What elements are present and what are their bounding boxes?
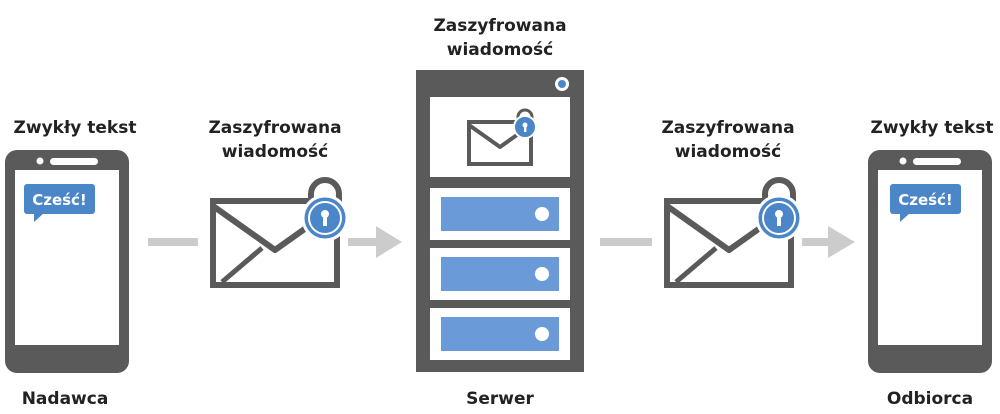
- sender-speech-bubble: Cześć!: [24, 184, 95, 222]
- sender-bubble-text: Cześć!: [32, 191, 87, 209]
- server-icon: [416, 70, 584, 372]
- server-label-line1: Zaszyfrowana: [433, 16, 567, 36]
- arrow-envelope-to-recipient: [802, 226, 855, 258]
- right-envelope-label-line2: wiadomość: [674, 142, 782, 162]
- recipient-title: Zwykły tekst: [870, 118, 994, 138]
- right-envelope-lock-icon: [667, 180, 801, 285]
- left-envelope-lock-icon: [213, 180, 347, 285]
- server-caption: Serwer: [466, 389, 534, 409]
- recipient-bubble-text: Cześć!: [898, 191, 953, 209]
- left-envelope-label-line1: Zaszyfrowana: [208, 118, 342, 138]
- sender-title: Zwykły tekst: [13, 118, 137, 138]
- sender-phone-icon: [5, 150, 129, 373]
- recipient-phone-icon: [868, 150, 992, 373]
- server-envelope-lock-icon: [467, 108, 537, 166]
- server-label-line2: wiadomość: [446, 40, 554, 60]
- arrow-envelope-to-server: [348, 226, 402, 258]
- right-envelope-label-line1: Zaszyfrowana: [661, 118, 795, 138]
- recipient-caption: Odbiorca: [886, 389, 974, 409]
- arrow-sender-to-envelope: [148, 238, 198, 246]
- recipient-speech-bubble: Cześć!: [890, 184, 961, 222]
- arrow-server-to-envelope: [600, 238, 652, 246]
- sender-caption: Nadawca: [21, 389, 109, 409]
- left-envelope-label-line2: wiadomość: [221, 142, 329, 162]
